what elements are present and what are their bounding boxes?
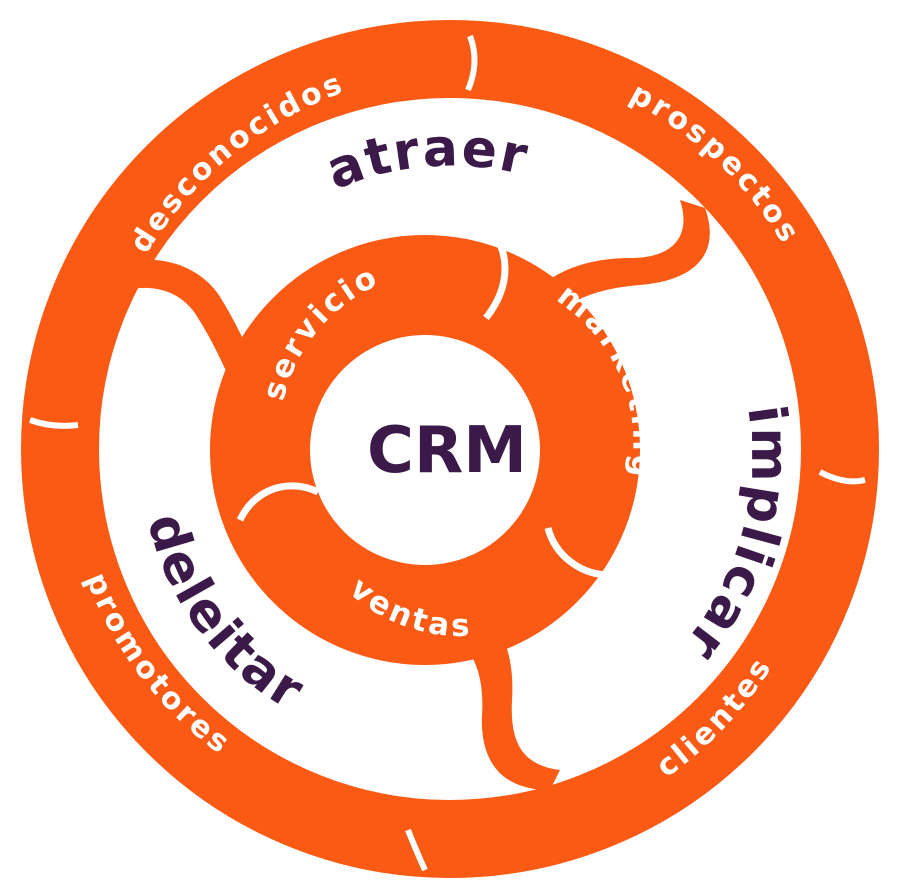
inner-separator	[544, 526, 611, 579]
stage-label-atraer: atraer	[319, 118, 535, 201]
inner-separator	[483, 223, 509, 321]
inner-separator	[236, 482, 320, 522]
blade-left	[110, 259, 258, 384]
inner-ring-band	[210, 235, 640, 665]
crm-center-disc	[313, 338, 537, 562]
stage-label-atraer-path: atraer	[319, 118, 533, 201]
center-label: CRM	[367, 414, 527, 488]
outer-separator	[818, 469, 866, 485]
outer-ring	[21, 20, 879, 878]
outer-ring-band	[21, 20, 879, 878]
outer-separator	[28, 417, 79, 429]
outer-separator	[405, 828, 428, 872]
inner-ring	[210, 223, 640, 665]
outer-separator	[465, 34, 478, 92]
